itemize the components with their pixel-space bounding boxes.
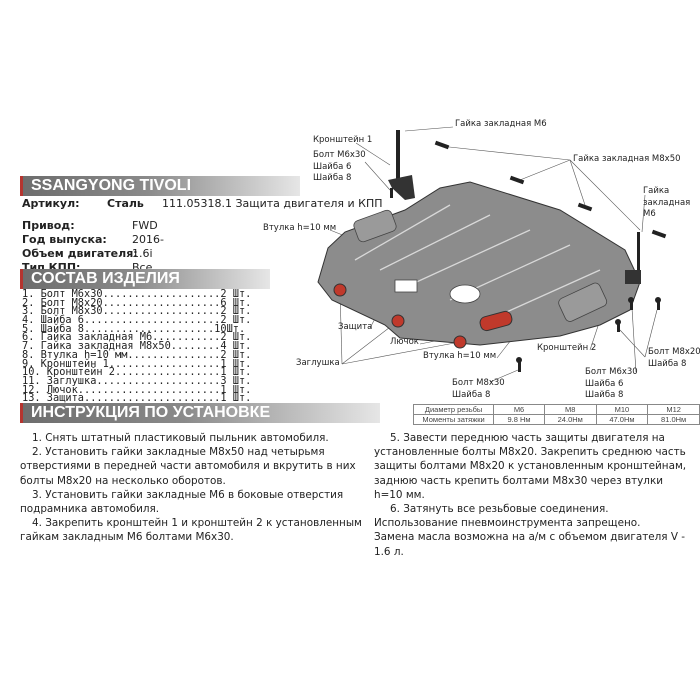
step-2: 2. Установить гайки закладные М8х50 над … bbox=[20, 446, 356, 487]
parts-list: 1. Болт М6х30...................2 Шт.2. … bbox=[22, 288, 252, 405]
list-item: 1. Болт М6х30...................2 Шт. bbox=[22, 288, 252, 300]
plate-ribs bbox=[354, 204, 601, 316]
list-item: 8. Втулка h=10 мм...............2 Шт. bbox=[22, 348, 252, 361]
list-item: 12. Лючок.......................1 Шт. bbox=[22, 383, 252, 396]
table-row: Моменты затяжки 9.8 Нм 24.0Нм 47.0Нм 81.… bbox=[412, 414, 700, 425]
list-item: 2. Болт М8х20...................6 Шт. bbox=[22, 296, 252, 309]
step-3: 3. Установить гайки закладные М6 в боков… bbox=[20, 488, 344, 516]
list-item: 13. Защита......................1 Шт. bbox=[22, 392, 252, 405]
list-item: 11. Заглушка....................3 Шт. bbox=[22, 374, 252, 387]
instructions-right: 5. Завести переднюю часть защиты двигате… bbox=[374, 431, 694, 559]
spec-drive: Привод:FWD bbox=[22, 219, 158, 232]
product-title: SSANGYONG TIVOLI bbox=[20, 176, 300, 196]
plug-icon bbox=[333, 283, 347, 297]
label-shield: Защита bbox=[338, 322, 373, 332]
hatch-icon bbox=[479, 310, 513, 332]
label-bracket-2: Кронштейн 2 bbox=[537, 343, 597, 353]
label-bushing-bottom: Втулка h=10 мм bbox=[423, 351, 497, 361]
list-item: 3. Болт М8х30...................2 Шт. bbox=[22, 305, 252, 318]
list-item: 4. Шайба 6......................2 Шт. bbox=[22, 314, 252, 327]
label-plug: Заглушка bbox=[296, 358, 340, 368]
instructions-title: ИНСТРУКЦИЯ ПО УСТАНОВКЕ bbox=[20, 403, 380, 423]
fasteners bbox=[388, 130, 667, 372]
label-nut-m8x50: Гайка закладная М8х50 bbox=[573, 154, 681, 164]
oil-note: Замена масла возможна на а/м с объемом д… bbox=[374, 531, 685, 558]
label-bracket-1: Кронштейн 1 bbox=[313, 135, 373, 145]
label-nut-m6-top: Гайка закладная М6 bbox=[455, 119, 547, 129]
label-hatch: Лючок bbox=[390, 337, 419, 347]
list-item: 6. Гайка закладная М6...........2 Шт. bbox=[22, 331, 252, 344]
list-item: 7. Гайка закладная М8х50........4 Шт. bbox=[22, 340, 252, 353]
composition-title: СОСТАВ ИЗДЕЛИЯ bbox=[20, 269, 270, 289]
list-item: 9. Кронштейн 1..................1 Шт. bbox=[22, 357, 252, 370]
step-6: 6. Затянуть все резьбовые соединения. Ис… bbox=[374, 503, 641, 530]
article-value: 111.05318.1 Защита двигателя и КПП bbox=[162, 197, 383, 210]
spec-engine: Объем двигателя:1.6i bbox=[22, 247, 153, 260]
instructions-left: 1. Снять штатный пластиковый пыльник авт… bbox=[20, 431, 365, 545]
step-4: 4. Закрепить кронштейн 1 и кронштейн 2 к… bbox=[20, 517, 362, 544]
shield-plate bbox=[317, 181, 641, 346]
step-5: 5. Завести переднюю часть защиты двигате… bbox=[374, 432, 687, 501]
list-item: 5. Шайба 8.....................10Шт. bbox=[22, 322, 246, 335]
plug-icon bbox=[391, 314, 405, 328]
list-item: 10. Кронштейн 2.................1 Шт. bbox=[22, 366, 252, 379]
torque-table: Диаметр резьбы М6 М8 М10 М12 Моменты зат… bbox=[412, 404, 700, 425]
label-bushing-left: Втулка h=10 мм bbox=[263, 223, 337, 233]
step-1: 1. Снять штатный пластиковый пыльник авт… bbox=[32, 432, 329, 444]
spec-year: Год выпуска:2016- bbox=[22, 233, 164, 246]
plug-icon bbox=[453, 335, 467, 349]
